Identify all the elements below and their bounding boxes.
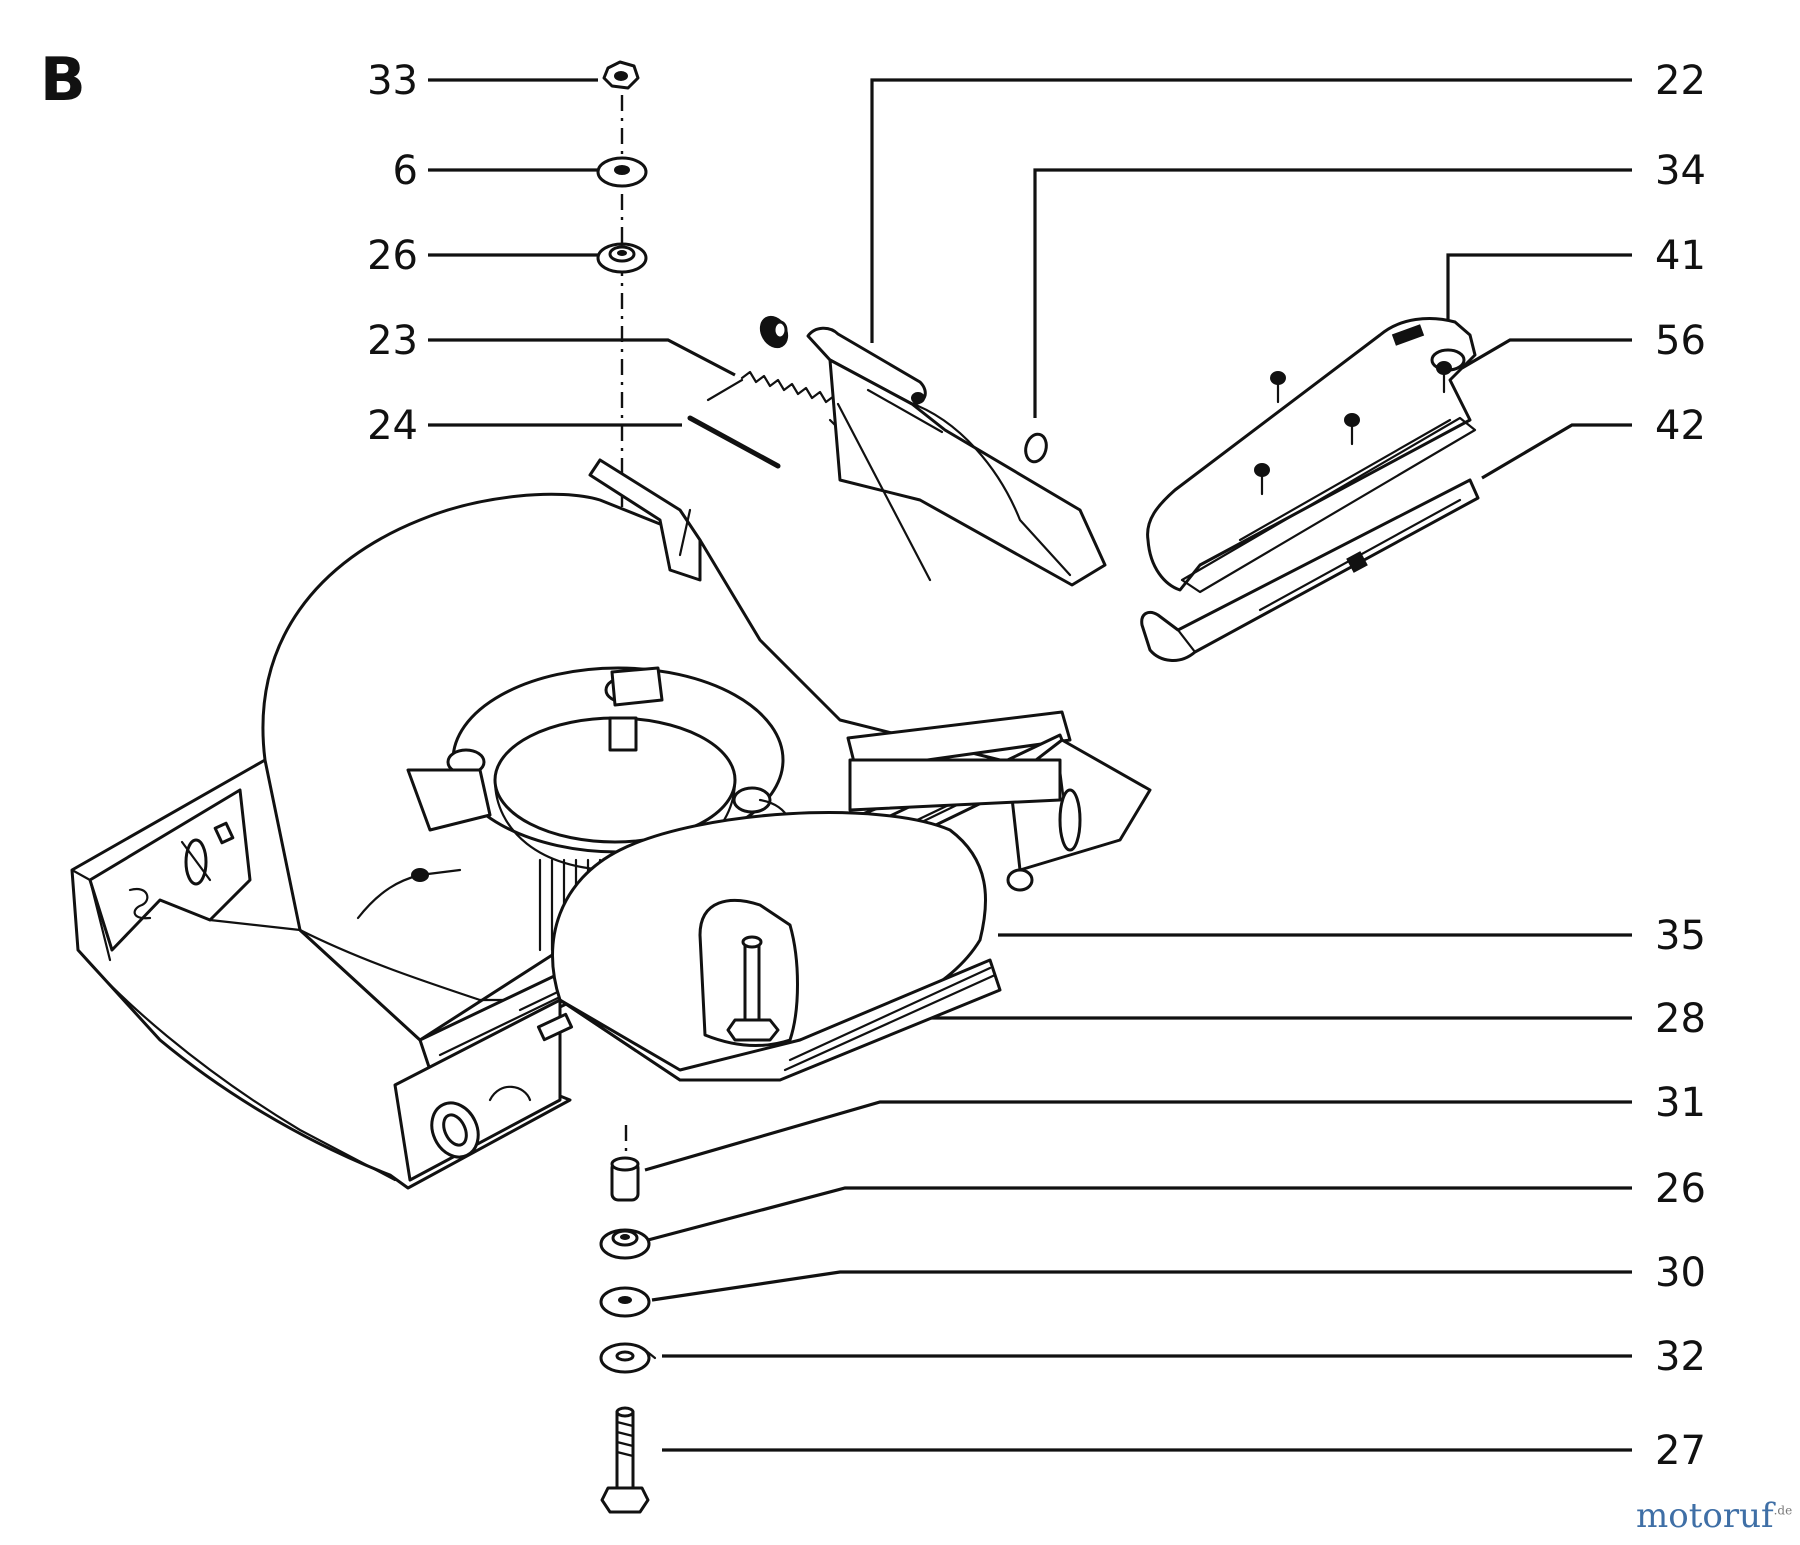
callout-label: 24 <box>367 403 418 449</box>
callout-label: 31 <box>1655 1080 1706 1126</box>
callout-label: 34 <box>1655 148 1706 194</box>
callout-label: 30 <box>1655 1250 1706 1296</box>
section-letter: B <box>40 45 86 115</box>
callout-label: 26 <box>1655 1166 1706 1212</box>
callout-label: 42 <box>1655 403 1706 449</box>
mower-deck-housing-icon <box>70 458 1152 1190</box>
watermark-logo: motoruf.de <box>1636 1496 1793 1536</box>
callout-label: 27 <box>1655 1428 1706 1474</box>
spacer-washer-26-lower-icon <box>599 1228 651 1260</box>
washer-6-icon <box>596 156 648 188</box>
washer-30-icon <box>599 1286 651 1318</box>
callout-label: 6 <box>393 148 418 194</box>
ring-34-icon <box>1024 432 1048 464</box>
callout-label: 23 <box>367 318 418 364</box>
callout-label: 28 <box>1655 996 1706 1042</box>
spacer-31-icon <box>610 1156 640 1202</box>
callout-label: 33 <box>367 58 418 104</box>
spring-washer-32-icon <box>599 1342 657 1374</box>
spacer-washer-26-icon <box>596 242 648 274</box>
callout-labels: 33 6 26 23 24 22 34 41 56 42 35 28 31 26… <box>367 58 1706 1474</box>
callout-label: 22 <box>1655 58 1706 104</box>
bolt-27-icon <box>600 1406 650 1514</box>
leader-lines <box>428 78 1632 1452</box>
callout-label: 32 <box>1655 1334 1706 1380</box>
pin-24-icon <box>687 415 781 469</box>
callout-label: 56 <box>1655 318 1706 364</box>
bracket-42-icon <box>1140 478 1480 662</box>
callout-label: 41 <box>1655 233 1706 279</box>
screw-56-icon <box>1254 361 1452 496</box>
rear-cover-41-icon <box>1146 317 1477 594</box>
callout-label: 35 <box>1655 913 1706 959</box>
nut-33-icon <box>602 60 640 90</box>
rear-flap-22-icon <box>759 315 1107 587</box>
callout-label: 26 <box>367 233 418 279</box>
